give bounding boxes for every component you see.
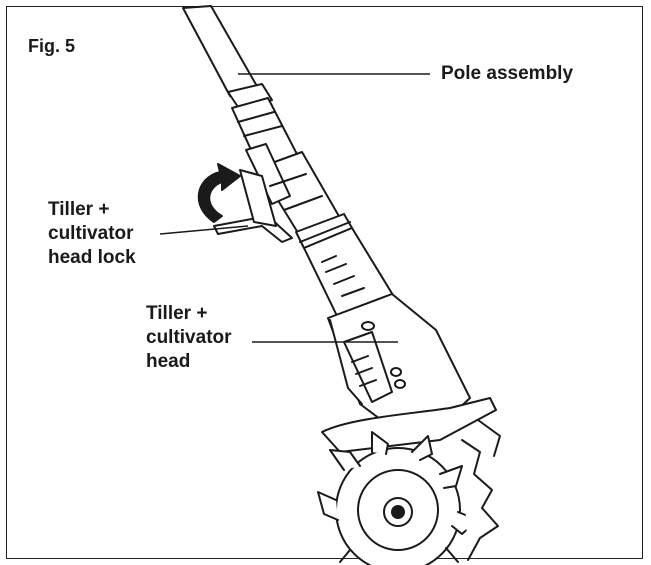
pole-connector <box>227 83 273 111</box>
tine-wheel-right <box>461 419 501 561</box>
head-lock-label-line-3: head lock <box>48 247 136 268</box>
tine-wheel <box>317 431 479 565</box>
head-lock-label-line-2: cultivator <box>48 223 134 244</box>
tine-guard <box>321 397 497 453</box>
figure-title: Fig. 5 <box>28 36 76 56</box>
pole-shaft <box>182 5 259 97</box>
head-label-line-1: Tiller + <box>146 303 208 324</box>
pole-assembly-label: Pole assembly <box>441 63 574 84</box>
head-label: Tiller + cultivator head <box>146 302 232 374</box>
head-label-line-2: cultivator <box>146 327 232 348</box>
head-label-line-3: head <box>146 351 191 372</box>
head-lock-leader <box>159 225 249 235</box>
head-lock-label-line-1: Tiller + <box>48 199 110 220</box>
rotation-arrow <box>197 163 241 223</box>
head-lock-label: Tiller + cultivator head lock <box>48 198 136 270</box>
